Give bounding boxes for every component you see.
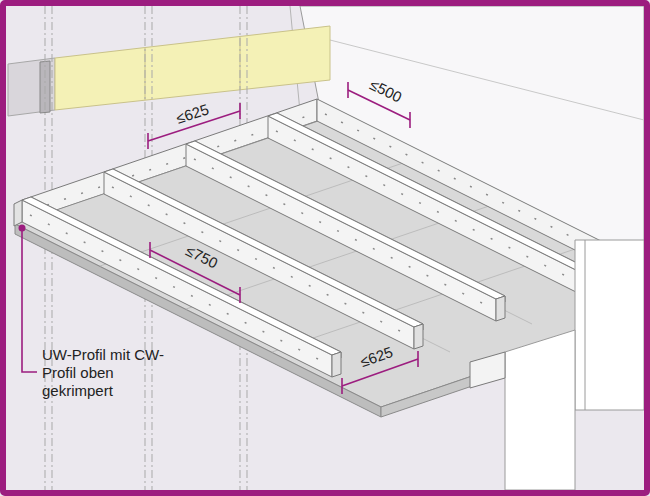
wall-panel [8, 58, 55, 116]
dimension-label: ≤625 [174, 100, 211, 127]
wall-pillar [575, 240, 644, 410]
cw-profiles [14, 113, 587, 377]
callout-leader [19, 225, 38, 373]
dimension-label: ≤625 [357, 343, 394, 371]
insulation [55, 26, 330, 110]
wall-corner [505, 330, 575, 490]
dimension-label: ≤750 [182, 242, 220, 273]
callout-label: UW-Profil mit CW-Profil oben gekrimpert [42, 346, 170, 400]
dimension-label: ≤500 [366, 76, 404, 107]
dimension-lines [148, 82, 418, 394]
